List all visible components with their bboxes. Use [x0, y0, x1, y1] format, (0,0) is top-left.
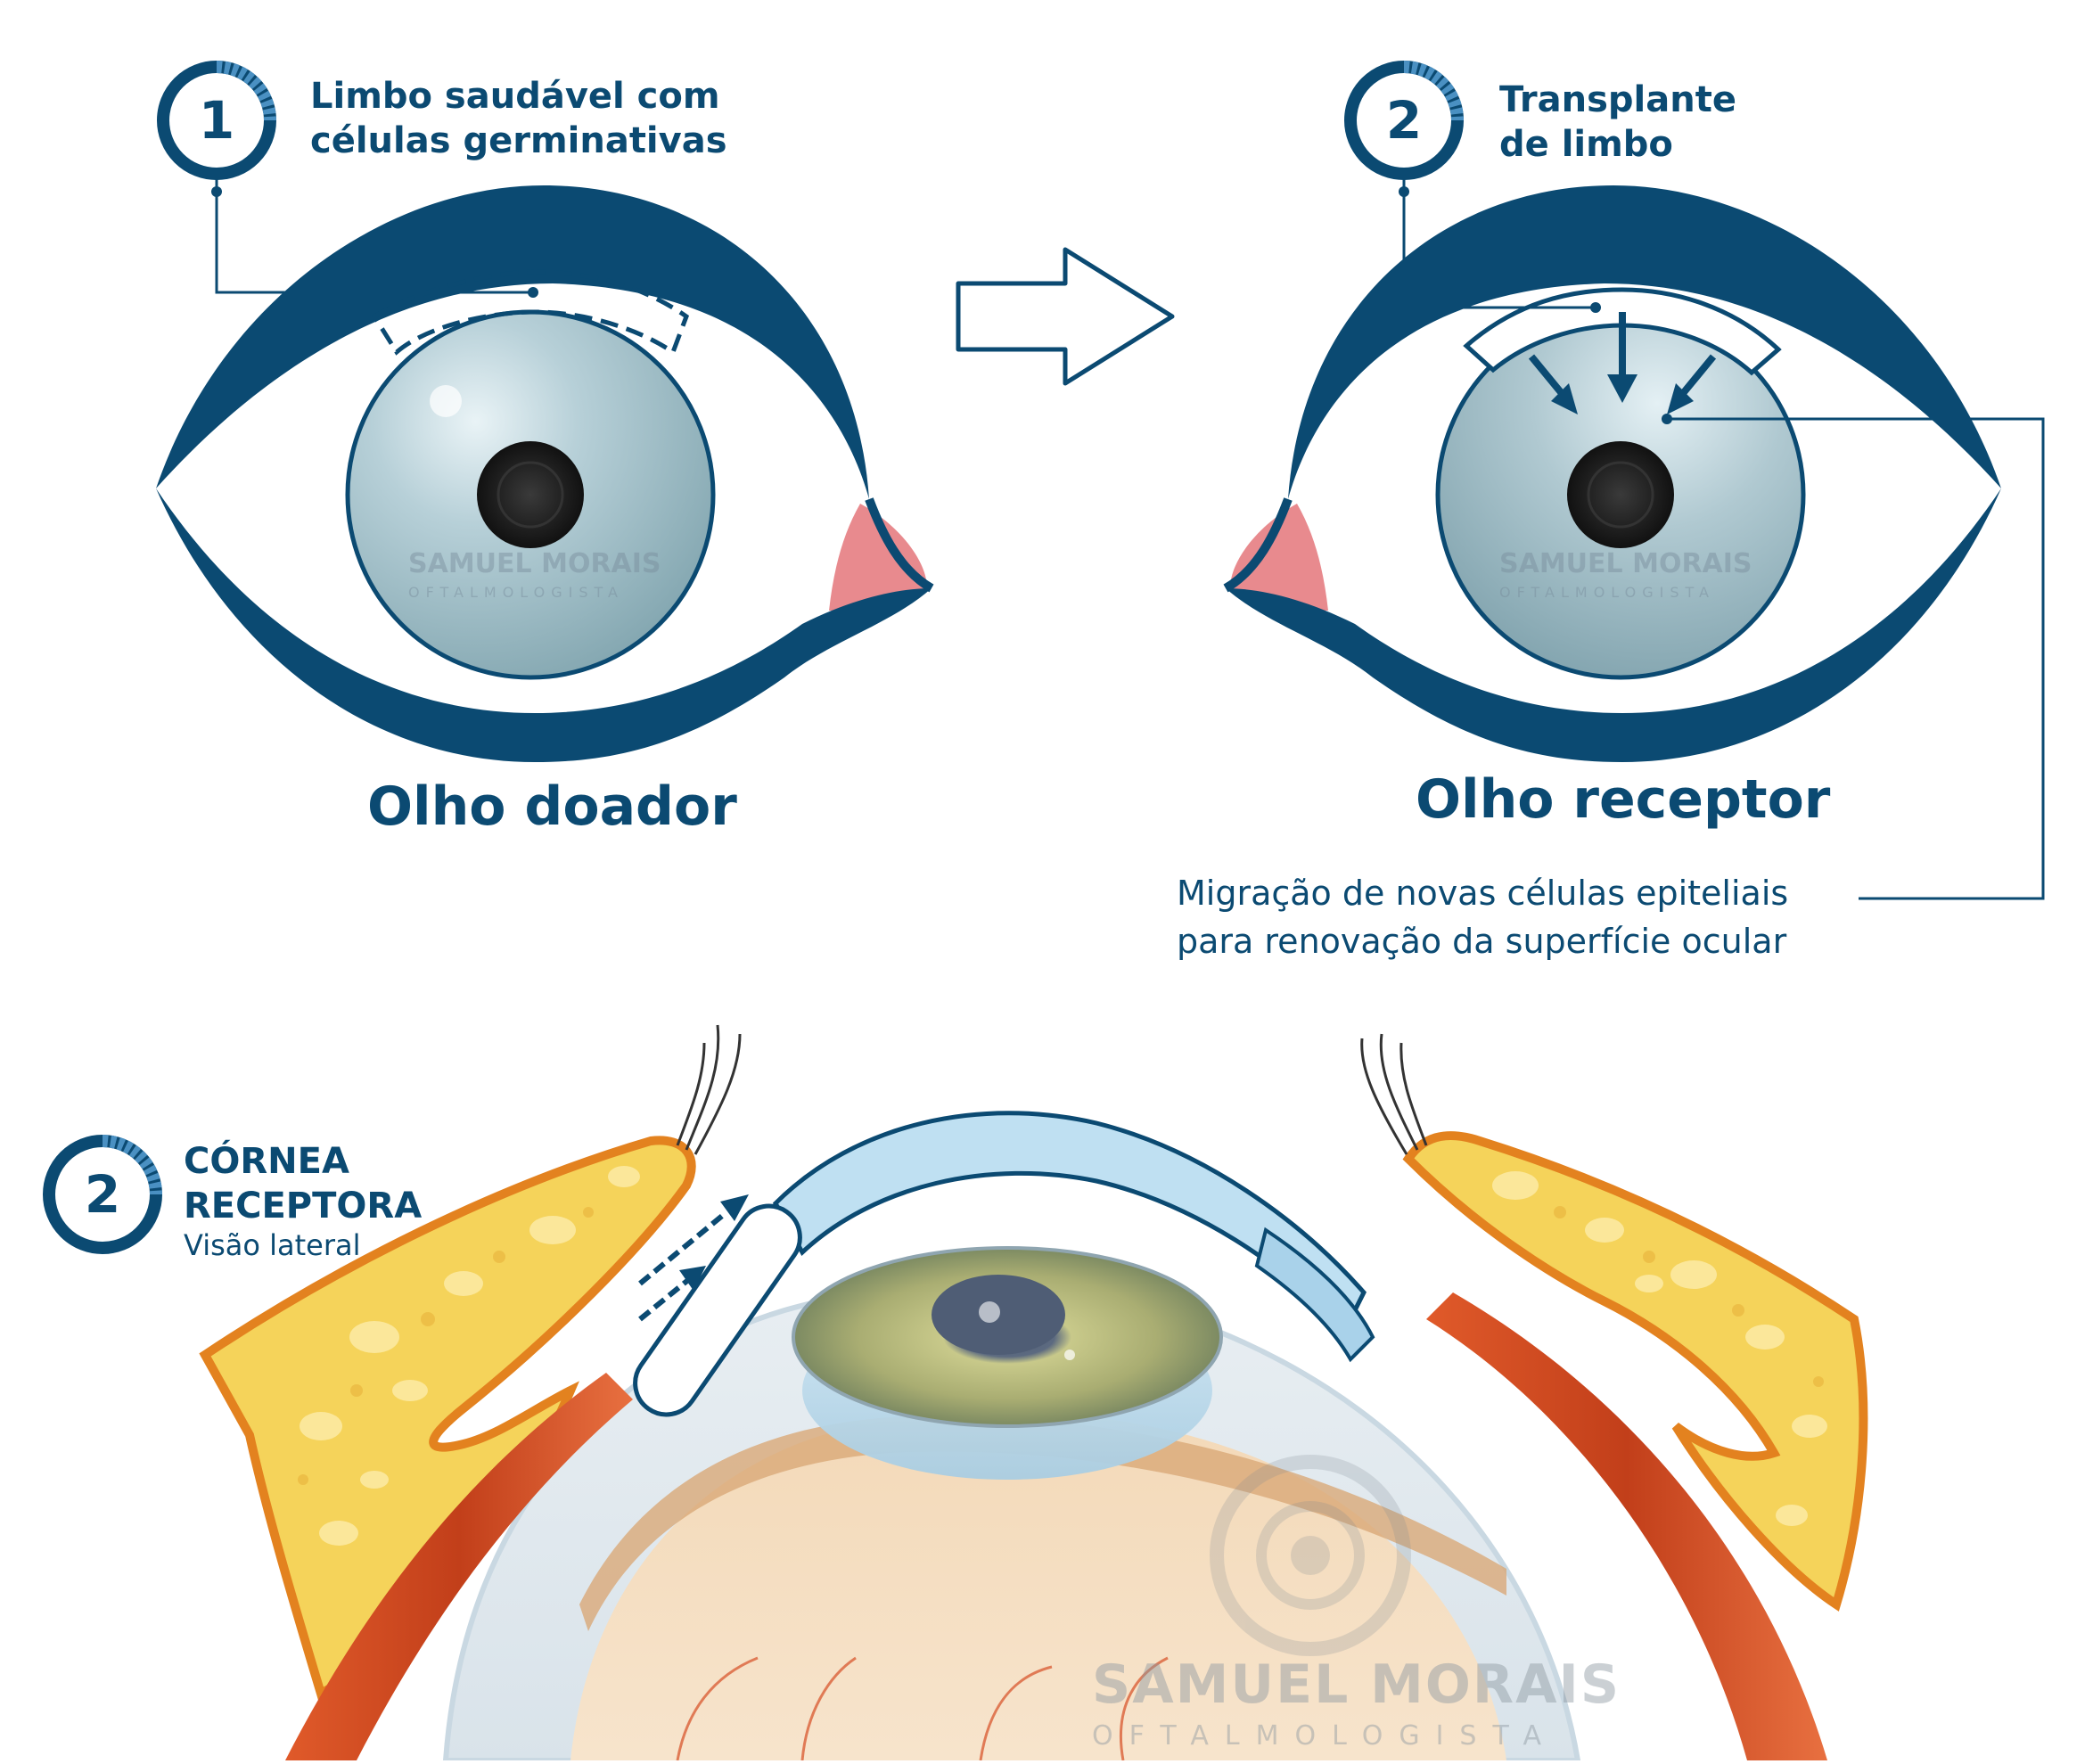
receptor-eye-title: Olho receptor — [1416, 768, 1831, 831]
step-number-2: 2 — [1385, 90, 1423, 151]
watermark-role-right: OFTALMOLOGISTA — [1499, 584, 1715, 601]
watermark-role-bottom: OFTALMOLOGISTA — [1092, 1720, 1557, 1752]
step2-label-line1: Transplante — [1499, 79, 1736, 120]
watermark-logo-icon — [1210, 1455, 1411, 1656]
migration-note: Migração de novas células epiteliais par… — [1177, 874, 1789, 961]
step-badge-2-side — [43, 1135, 162, 1254]
side-view-subtitle: Visão lateral — [184, 1228, 361, 1262]
watermark-name-left: SAMUEL MORAIS — [408, 548, 661, 579]
donor-eye — [156, 174, 934, 762]
migration-arrow-icon — [638, 1194, 749, 1322]
side-view-title-line1: CÓRNEA — [184, 1141, 349, 1182]
receptor-eye — [1223, 174, 2045, 900]
step2-label: Transplante de limbo — [1499, 78, 1736, 167]
migration-arrow-icon — [1528, 312, 1717, 414]
step1-label-line1: Limbo saudável com — [310, 76, 720, 117]
side-view-title-line2: RECEPTORA — [184, 1186, 423, 1227]
arrow-right-icon — [956, 247, 1175, 386]
side-view-illustration — [199, 1024, 1868, 1763]
step-number-1: 1 — [198, 90, 235, 151]
side-view-label: CÓRNEA RECEPTORA Visão lateral — [184, 1139, 422, 1262]
step2-label-line2: de limbo — [1499, 124, 1673, 165]
watermark-name-bottom: SAMUEL MORAIS — [1092, 1653, 1621, 1716]
step1-label-line2: células germinativas — [310, 120, 727, 161]
donor-eye-title: Olho doador — [367, 775, 737, 838]
step1-label: Limbo saudável com células germinativas — [310, 74, 727, 163]
watermark-name-right: SAMUEL MORAIS — [1499, 548, 1752, 579]
watermark-role-left: OFTALMOLOGISTA — [408, 584, 624, 601]
side-step-number: 2 — [84, 1164, 121, 1225]
